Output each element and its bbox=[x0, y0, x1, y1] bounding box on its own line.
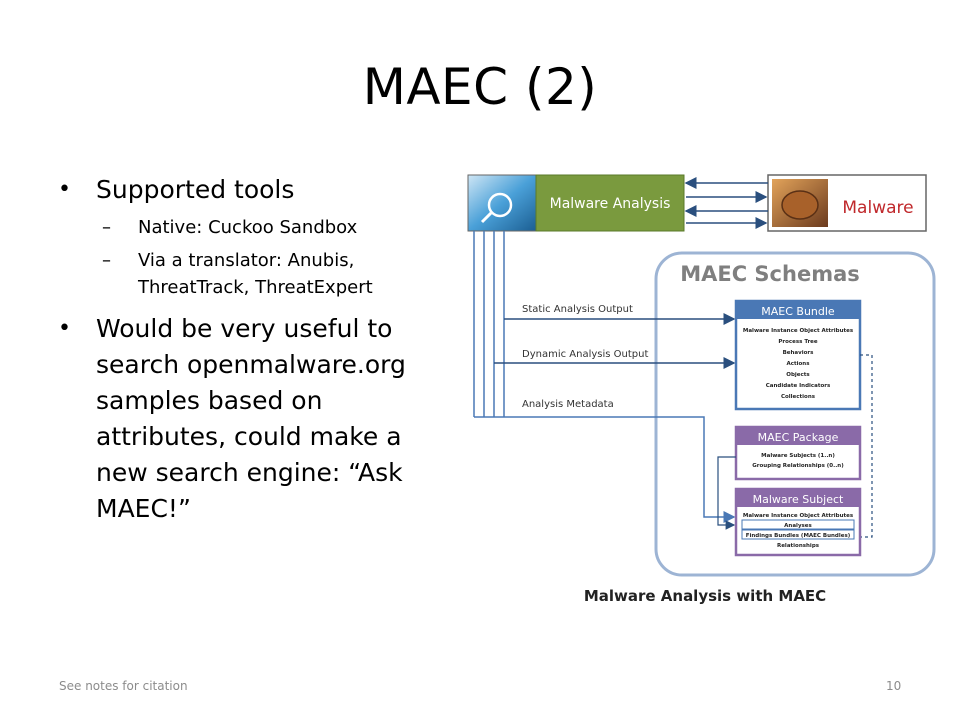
diagram-item-text: Malware Instance Object Attributes bbox=[743, 328, 854, 334]
malware-analysis-box bbox=[535, 174, 685, 232]
bullet-dot-icon: • bbox=[58, 177, 71, 202]
dash-icon: – bbox=[102, 217, 111, 238]
malware-analysis-label: Malware Analysis bbox=[550, 196, 671, 212]
static-output-label: Static Analysis Output bbox=[522, 304, 633, 315]
analysis-image-icon bbox=[467, 174, 537, 232]
bullet-text: Would be very useful to search openmalwa… bbox=[96, 314, 406, 523]
malware-label: Malware bbox=[842, 198, 913, 218]
slide-title: MAEC (2) bbox=[362, 58, 598, 116]
package-items: Malware Subjects (1..n) Grouping Relation… bbox=[752, 453, 844, 469]
diagram-item-text: Collections bbox=[781, 394, 816, 400]
diagram-item-text: Candidate Indicators bbox=[766, 383, 831, 389]
malware-subject-title: Malware Subject bbox=[753, 493, 844, 506]
bullet-item: • Would be very useful to search openmal… bbox=[58, 311, 458, 527]
diagram-item-text: Relationships bbox=[777, 543, 820, 549]
diagram-item-text: Malware Subjects (1..n) bbox=[761, 453, 835, 459]
maec-bundle-title: MAEC Bundle bbox=[761, 305, 835, 318]
sub-bullet-text: Via a translator: Anubis, ThreatTrack, T… bbox=[138, 250, 373, 298]
diagram-item-text: Behaviors bbox=[783, 350, 815, 356]
maec-schemas-title: MAEC Schemas bbox=[680, 262, 860, 286]
maec-package-title: MAEC Package bbox=[758, 431, 839, 444]
dynamic-output-label: Dynamic Analysis Output bbox=[522, 349, 648, 360]
sub-bullet-item: – Via a translator: Anubis, ThreatTrack,… bbox=[58, 247, 458, 301]
maec-schemas-container bbox=[654, 251, 936, 577]
bullet-item: • Supported tools bbox=[58, 172, 458, 208]
diagram-item-text: Process Tree bbox=[778, 339, 818, 345]
page-number: 10 bbox=[886, 679, 902, 693]
bullet-text: Supported tools bbox=[96, 175, 295, 204]
diagram-item-text: Malware Instance Object Attributes bbox=[743, 513, 854, 519]
diagram-caption: Malware Analysis with MAEC bbox=[584, 587, 826, 605]
bullet-dot-icon: • bbox=[58, 316, 71, 341]
magnifier-icon bbox=[487, 192, 513, 218]
footer-citation: See notes for citation bbox=[59, 679, 188, 693]
subject-items: Malware Instance Object AttributesAnalys… bbox=[741, 513, 855, 549]
diagram-item-text: Objects bbox=[786, 372, 810, 378]
dash-icon: – bbox=[102, 250, 111, 271]
bullet-list: • Supported tools – Native: Cuckoo Sandb… bbox=[58, 172, 458, 533]
sub-bullet-text: Native: Cuckoo Sandbox bbox=[138, 217, 358, 238]
maec-diagram: Malware Analysis Malware MAEC Schemas St… bbox=[467, 174, 936, 605]
metadata-label: Analysis Metadata bbox=[522, 399, 614, 410]
diagram-item-text: Grouping Relationships (0..n) bbox=[752, 463, 844, 469]
diagram-item-text: Actions bbox=[787, 361, 811, 367]
diagram-item-text: Findings Bundles (MAEC Bundles) bbox=[746, 533, 851, 539]
diagram-item-text: Analyses bbox=[784, 523, 812, 529]
bundle-items: Malware Instance Object AttributesProces… bbox=[743, 328, 854, 400]
sub-bullet-item: – Native: Cuckoo Sandbox bbox=[58, 214, 458, 241]
